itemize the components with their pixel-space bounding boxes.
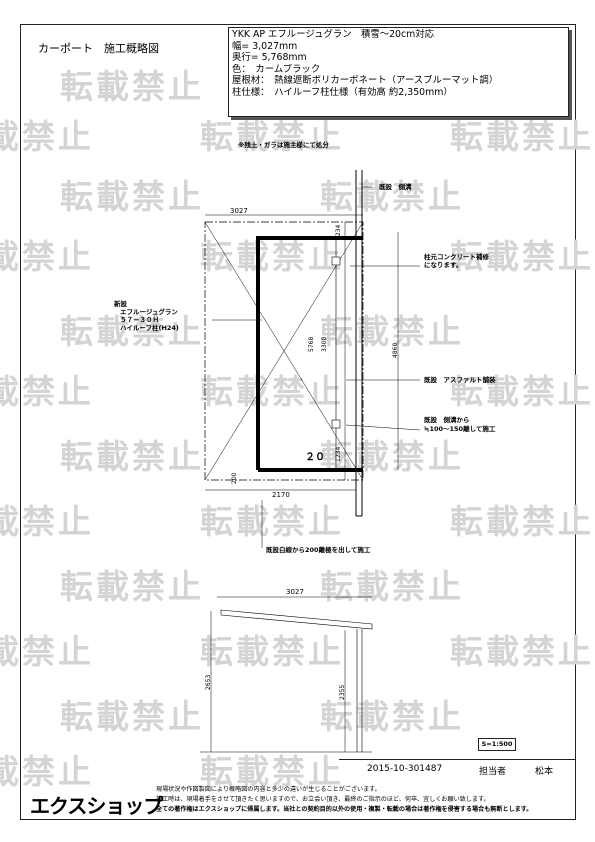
footer-notes: 現場状況や作図製図により概略図の内容と多少の違いが生じることがございます。 施工…: [156, 785, 532, 815]
watermark: 転載禁止: [60, 312, 204, 351]
note-gutter: 既設 側溝: [379, 183, 412, 191]
note-new-carport: 新設 エフルージュグラン ５７－３０Ｈ ハイルーフ柱(H24): [114, 300, 179, 332]
footer-line: 全ての著作権はエクスショップに帰属します。当社との契約目的以外の使用・複製・転載…: [156, 806, 533, 813]
spec-box: YKK AP エフルージュグラン 積雪〜20cm対応 幅= 3,027mm 奥行…: [228, 27, 569, 117]
dim-3300: 3300: [321, 337, 328, 352]
leader: [345, 424, 421, 431]
dim-4860: 4860: [392, 343, 399, 358]
watermark: 転載禁止: [200, 237, 344, 276]
watermark: 転載禁止: [0, 502, 94, 541]
note-disposal: ※残土・ガラは施主様にて処分: [238, 141, 329, 149]
elev-dim-3027: 3027: [286, 588, 304, 596]
new-label: 新設: [114, 300, 127, 308]
note-concrete-2: になります。: [424, 261, 463, 269]
post-foot: [331, 256, 341, 266]
watermark: 転載禁止: [200, 752, 344, 791]
post-foot: [331, 419, 341, 429]
elev-dim-2355: 2355: [339, 685, 346, 700]
drawing-frame: [20, 24, 576, 820]
drawing-title: カーポート 施工概略図: [38, 42, 159, 55]
watermark: 転載禁止: [60, 697, 204, 736]
spec-post: 柱仕様： ハイルーフ柱仕様（有効高 約2,350mm）: [232, 86, 453, 98]
dim-3027: 3027: [230, 207, 248, 215]
watermark: 転載禁止: [0, 372, 94, 411]
footer-line: 施工時は、現場着手をさせて頂きたく思いますので、お立会い頂き、最終のご指示のほど…: [156, 796, 490, 803]
watermark: 転載禁止: [60, 437, 204, 476]
new-label-post: ハイルーフ柱(H24): [120, 324, 179, 332]
brand-logo: エクスショップ: [30, 794, 163, 818]
new-label-product: エフルージュグラン: [120, 308, 178, 316]
watermark: 転載禁止: [200, 117, 344, 156]
watermark: 転載禁止: [320, 697, 464, 736]
spec-depth: 奥行= 5,768mm: [232, 52, 307, 64]
note-offset: 既設 側溝から: [424, 416, 470, 424]
staff-name: 松本: [535, 767, 554, 777]
spec-width: 幅= 3,027mm: [232, 40, 298, 52]
watermark: 転載禁止: [320, 312, 464, 351]
watermark: 転載禁止: [450, 502, 594, 541]
dim-1234: 1234: [335, 225, 342, 240]
title-bar: 2015-10-301487 担当者 松本: [339, 759, 576, 778]
doc-number: 2015-10-301487: [367, 764, 443, 774]
watermark: 転載禁止: [60, 177, 204, 216]
watermark: 転載禁止: [200, 502, 344, 541]
note-offset-2: ≒100〜150離して施工: [424, 425, 496, 433]
spec-product: YKK AP エフルージュグラン 積雪〜20cm対応: [232, 29, 435, 40]
watermark: 転載禁止: [450, 117, 594, 156]
new-label-code: ５７－３０Ｈ: [120, 316, 159, 324]
roof-outline: [204, 221, 364, 481]
elev-dim-2653: 2653: [205, 675, 212, 690]
watermark: 転載禁止: [0, 117, 94, 156]
watermark: 転載禁止: [60, 567, 204, 606]
dim-200: 200: [231, 472, 238, 484]
elev-roof: [220, 609, 373, 630]
dim-2170: 2170: [272, 491, 290, 499]
staff-label: 担当者: [479, 767, 507, 777]
watermark: 転載禁止: [320, 567, 464, 606]
watermark: 転載禁止: [0, 237, 94, 276]
spec-color: 色： カームブラック: [232, 63, 321, 75]
note-concrete: 柱元コンクリート補修: [424, 253, 489, 261]
watermark: 転載禁止: [450, 632, 594, 671]
watermark: 転載禁止: [60, 67, 204, 106]
watermark: 転載禁止: [200, 632, 344, 671]
dim-1234: 1234: [335, 447, 342, 462]
footer-line: 現場状況や作図製図により概略図の内容と多少の違いが生じることがございます。: [156, 786, 381, 793]
dim-5768: 5768: [308, 337, 315, 352]
watermark: 転載禁止: [450, 372, 594, 411]
scale-box: S=1:500: [478, 738, 516, 751]
note-asphalt: 既設 アスファルト舗装: [424, 376, 496, 384]
note-white-line: 既設白線から200離極を出して施工: [266, 546, 371, 554]
watermark: 転載禁止: [320, 177, 464, 216]
watermark: 転載禁止: [0, 632, 94, 671]
mark-20: ２０: [305, 451, 325, 463]
watermark: 転載禁止: [0, 752, 94, 791]
watermark: 転載禁止: [200, 372, 344, 411]
parking-outline: [256, 236, 363, 470]
spec-roof: 屋根材： 熱線遮断ポリカーボネート（アースブルーマット調）: [232, 75, 499, 87]
watermark: 転載禁止: [450, 237, 594, 276]
